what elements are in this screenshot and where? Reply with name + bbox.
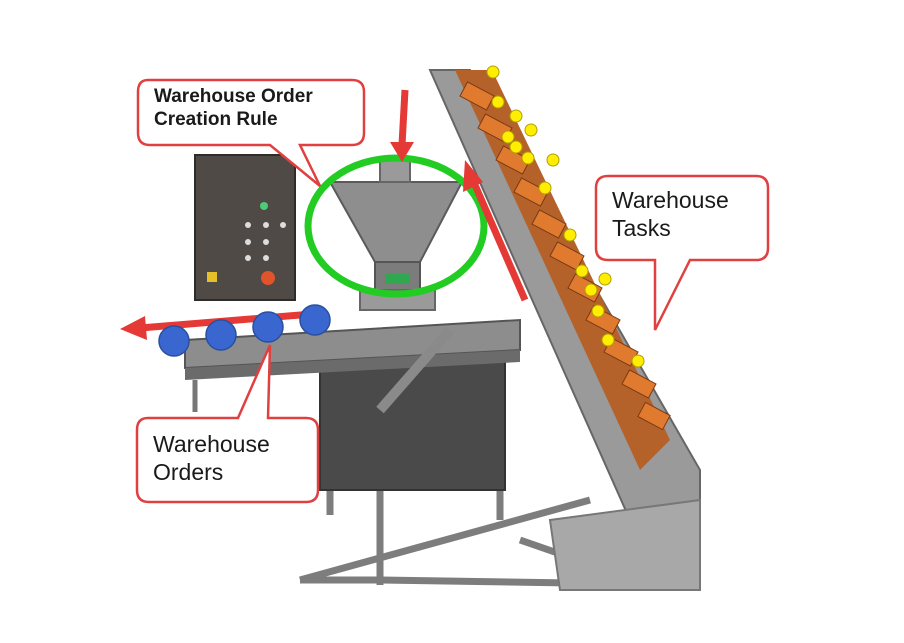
order-dot [252,311,284,343]
task-dot [591,304,605,318]
hopper-highlight-circle [304,154,488,298]
hopper-funnel [328,159,464,311]
task-dot [598,272,612,286]
callout-orders-line1: Warehouse [153,431,270,457]
order-dots [158,304,331,357]
callout-orders-line2: Orders [153,458,224,485]
order-dot [158,325,190,357]
callout-order-creation-rule-text: Warehouse Order Creation Rule [154,86,313,132]
task-dot [509,109,523,123]
order-dot [299,304,331,336]
flow-arrows [120,89,529,340]
task-dot [584,283,598,297]
arrow-left-conveyor [139,309,326,332]
task-dot [601,333,615,347]
arrow-left-head [120,316,147,340]
arrow-up-incline [471,183,529,302]
task-dots [486,65,645,368]
callout-order-creation-rule-line2: Creation Rule [154,108,278,130]
task-dot [575,264,589,278]
task-dot [538,181,552,195]
callout-order-creation-rule-line1: Warehouse Order [154,86,313,107]
arrow-down-into-hopper [398,89,409,146]
task-dot [491,95,505,109]
task-dot [546,153,560,167]
support-pipe [376,326,454,414]
callout-tasks-line1: Warehouse [612,187,729,213]
arrow-up-head [463,160,483,192]
task-dot [501,130,515,144]
base-frame [299,400,701,589]
callout-tasks-text: Warehouse Tasks [612,187,729,242]
callout-tasks-line2: Tasks [612,214,671,241]
arrow-down-head [390,142,414,162]
callout-order-creation-rule [136,78,366,187]
inclined-conveyor [428,69,701,591]
callout-orders [135,344,320,504]
order-dot [205,319,237,351]
callout-tasks [594,174,770,331]
task-dot [486,65,500,79]
task-dot [509,140,523,154]
task-dot [521,151,535,165]
callout-orders-text: Warehouse Orders [153,431,270,486]
task-dot [524,123,538,137]
control-panel [194,154,296,301]
task-dot [563,228,577,242]
task-dot [631,354,645,368]
